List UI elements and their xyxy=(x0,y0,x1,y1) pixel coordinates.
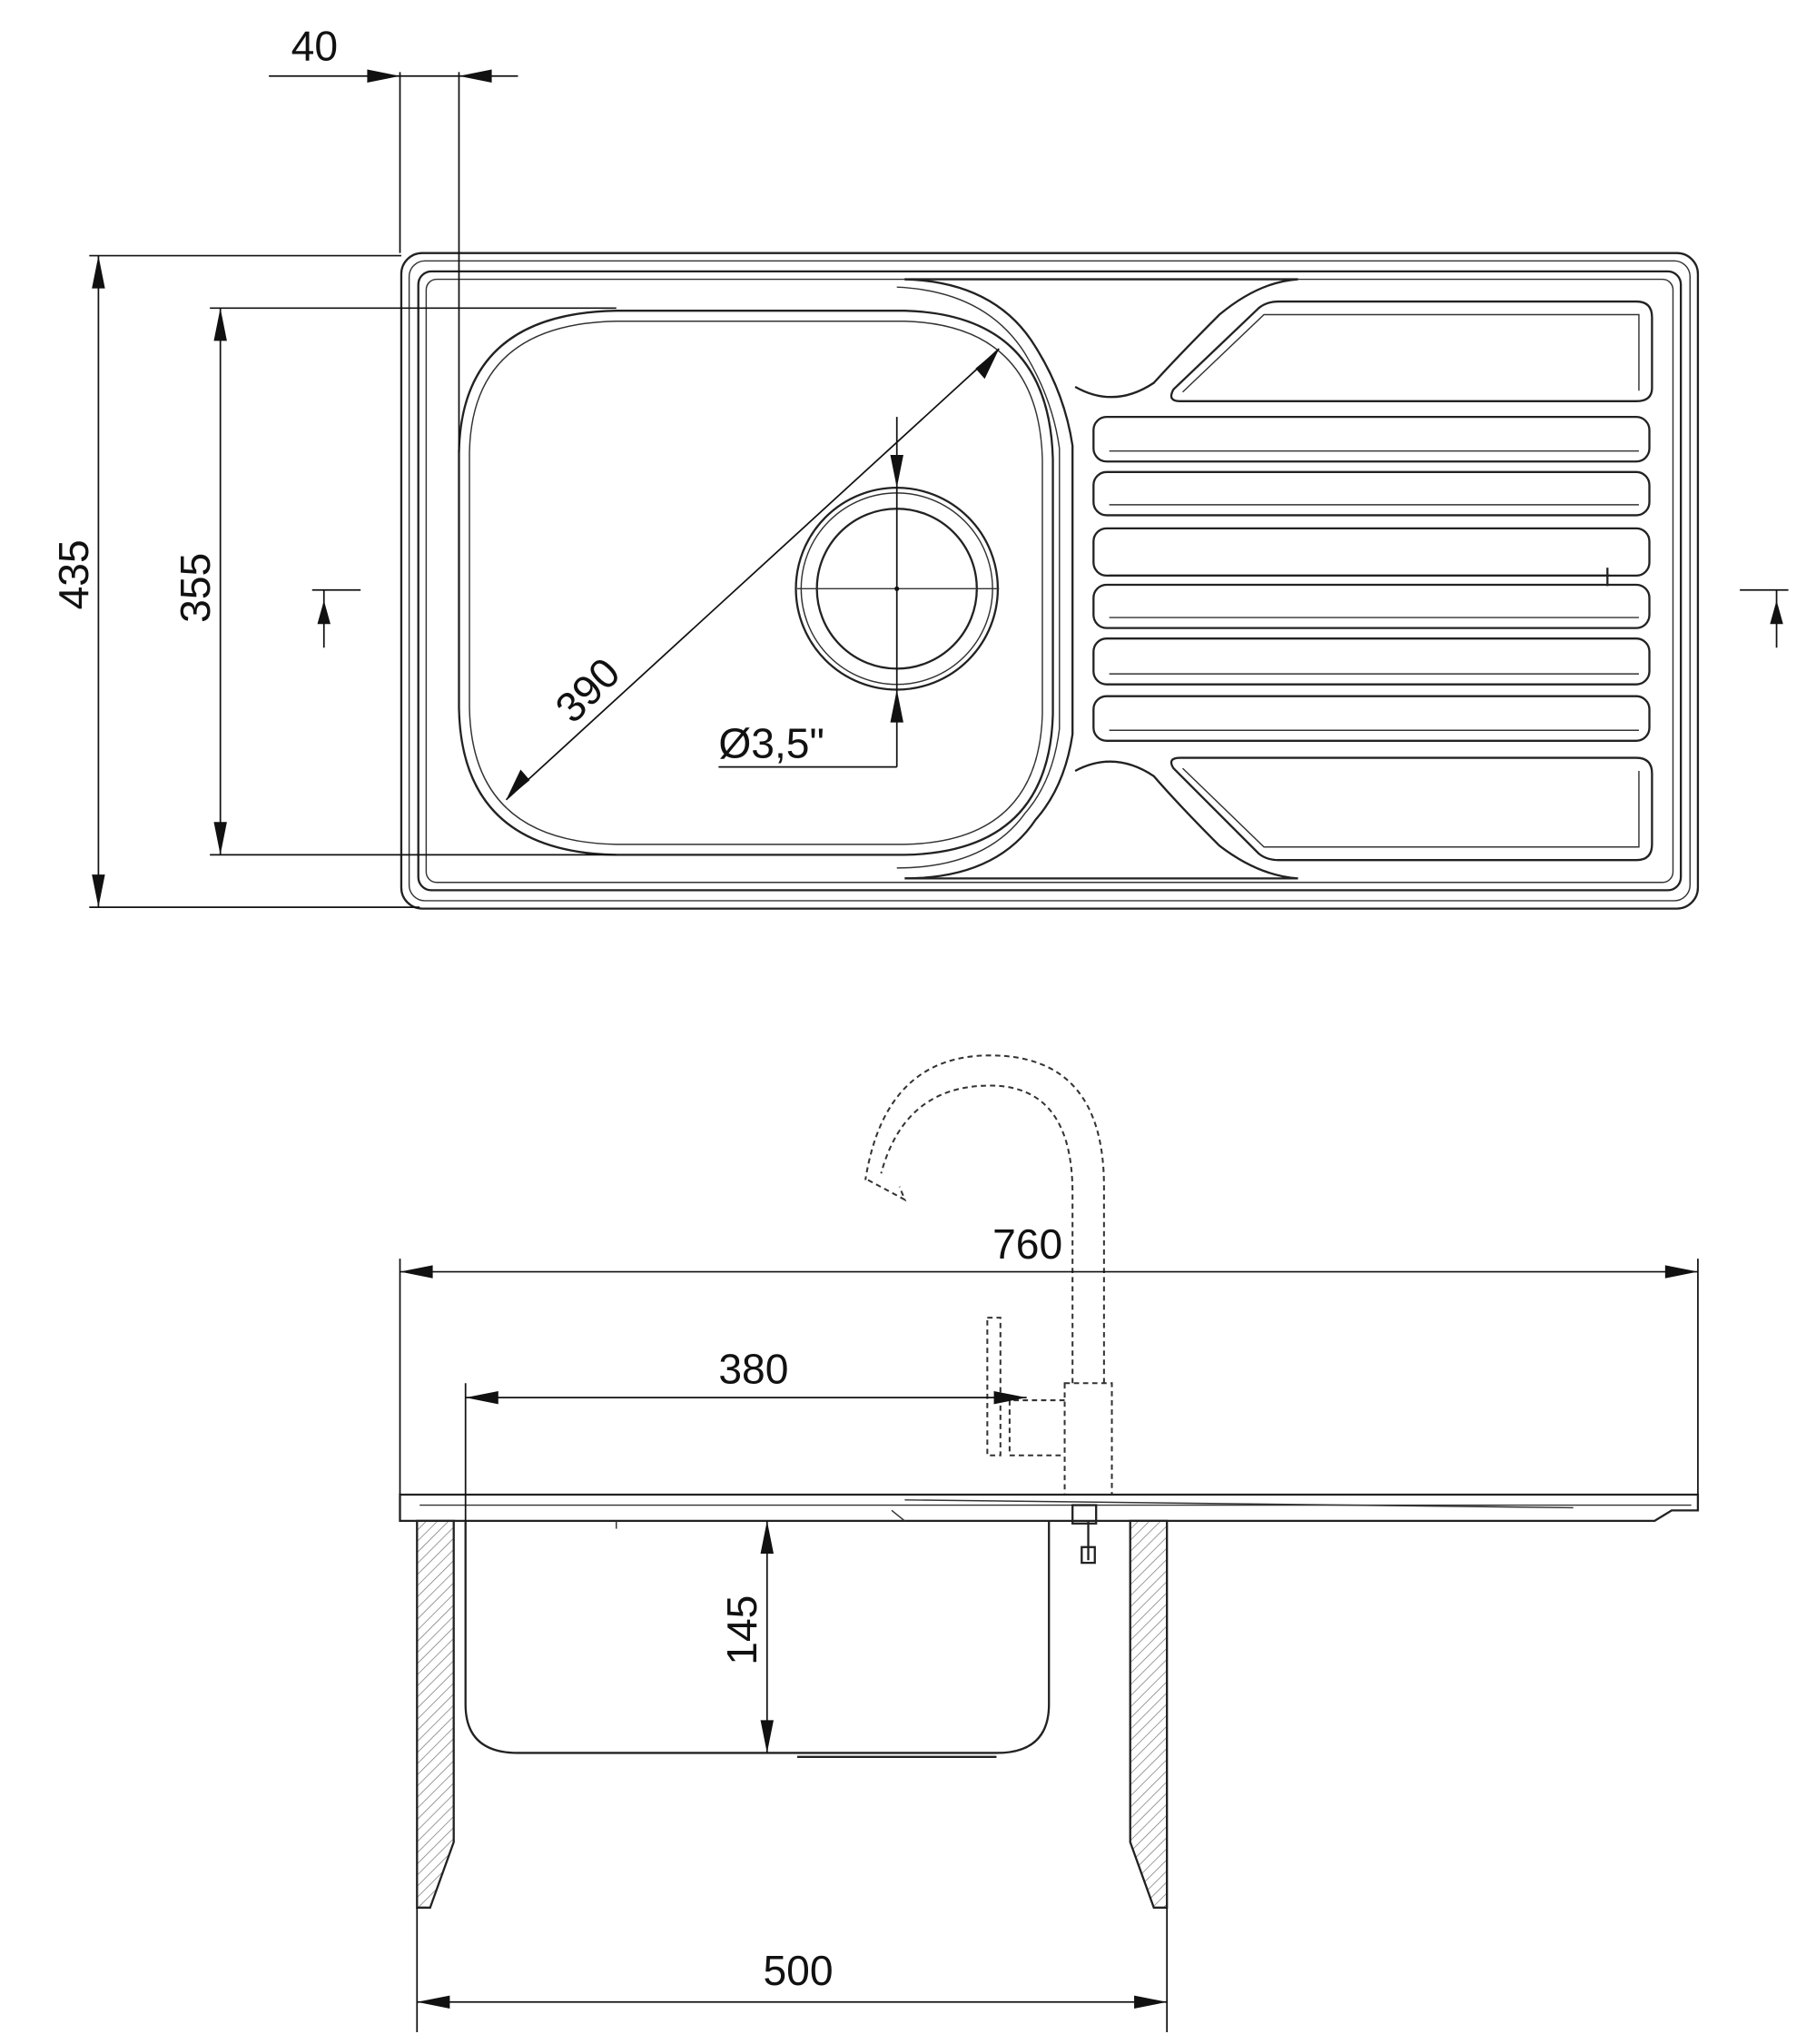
top-view: 40 435 355 390 xyxy=(50,22,1789,910)
cabinet-wall-left xyxy=(416,1519,455,1909)
dimension-bowl-width: 380 xyxy=(464,1345,1027,1521)
faucet-icon xyxy=(864,1054,1113,1496)
dimension-label: 40 xyxy=(291,22,338,69)
cabinet-wall-right xyxy=(1129,1519,1169,1909)
dimension-label: 500 xyxy=(763,1947,833,1994)
sink-rim-inner xyxy=(408,260,1691,902)
dimension-rim-width: 40 xyxy=(269,22,518,453)
dimension-bowl-depth: 355 xyxy=(172,307,617,856)
bowl-basin xyxy=(458,310,1054,856)
dimension-label: 380 xyxy=(718,1345,788,1392)
section-marker-left-icon xyxy=(311,588,361,648)
dimension-label: 355 xyxy=(172,553,219,623)
sink-outer-edge xyxy=(400,252,1700,910)
dimension-label: Ø3,5" xyxy=(718,720,824,767)
dimension-bowl-height: 145 xyxy=(718,1520,775,1753)
section-marker-right-icon xyxy=(1740,588,1789,648)
drainboard-edge xyxy=(904,278,1298,399)
bowl-side-profile xyxy=(464,1520,1051,1754)
dimension-cabinet-width: 500 xyxy=(416,1907,1169,2033)
dimension-label: 435 xyxy=(50,539,97,609)
drainboard-groove-bottom xyxy=(1170,756,1653,862)
bowl-outer-edge xyxy=(904,278,1074,880)
dimension-label: 760 xyxy=(992,1220,1062,1268)
dimension-drain-diameter: Ø3,5" xyxy=(718,417,903,768)
sink-top-profile xyxy=(399,1493,1700,1523)
drainboard-groove-top xyxy=(1170,300,1653,402)
dimension-label: 145 xyxy=(718,1595,765,1665)
dimension-overall-depth: 435 xyxy=(50,254,420,909)
dimension-label: 390 xyxy=(546,648,628,731)
sink-deck xyxy=(417,270,1683,892)
side-view: 760 380 145 500 xyxy=(399,1054,1700,2033)
drainboard-ribs xyxy=(1092,415,1651,742)
dimension-overall-width: 760 xyxy=(399,1220,1699,1496)
